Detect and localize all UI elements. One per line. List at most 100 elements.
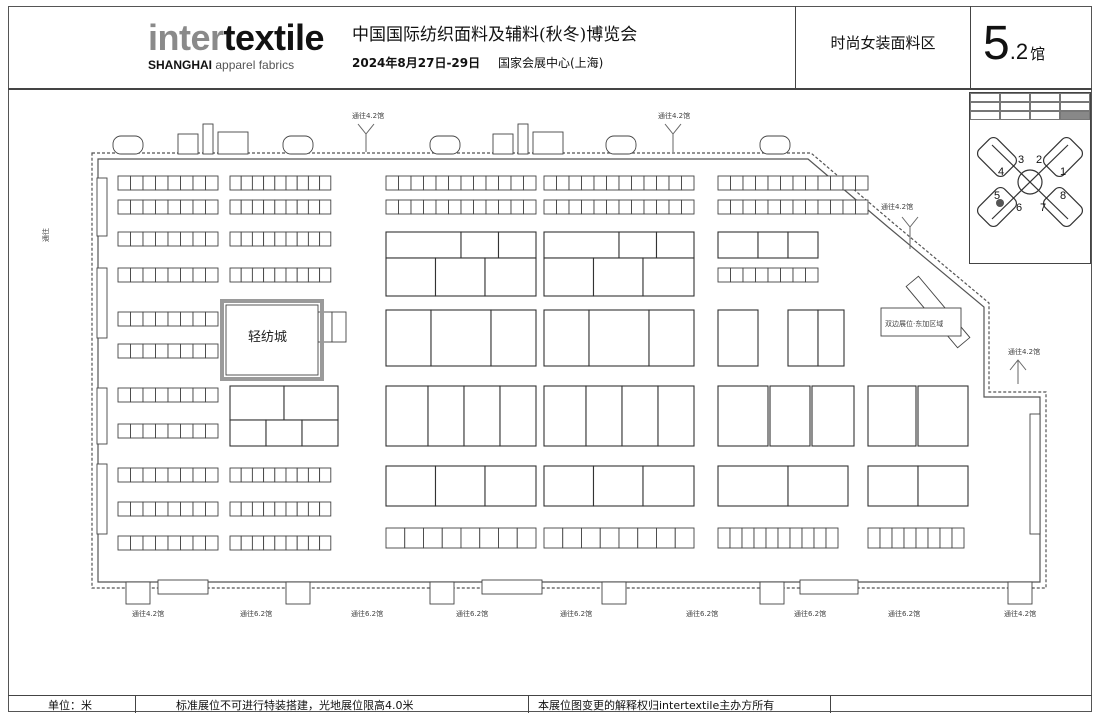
pillar — [601, 581, 627, 605]
standard-booth — [296, 267, 309, 283]
standard-booth — [319, 199, 332, 215]
standard-booth — [180, 501, 194, 517]
standard-booth — [142, 231, 156, 247]
standard-booth — [319, 501, 332, 517]
standard-booth — [192, 501, 206, 517]
standard-booth — [681, 175, 695, 191]
standard-booth — [205, 423, 219, 439]
standard-booth — [117, 423, 131, 439]
booth — [543, 257, 595, 297]
standard-booth — [180, 535, 194, 551]
booth — [385, 465, 437, 507]
booth — [811, 385, 855, 447]
legend-table — [970, 93, 1090, 121]
standard-booth — [674, 527, 695, 549]
standard-booth — [668, 175, 682, 191]
standard-booth — [229, 199, 242, 215]
standard-booth — [448, 199, 462, 215]
standard-booth — [167, 501, 181, 517]
standard-booth — [274, 501, 287, 517]
special-area — [880, 307, 962, 337]
standard-booth — [240, 175, 253, 191]
standard-booth — [285, 231, 298, 247]
booth — [648, 309, 695, 367]
booth — [787, 465, 849, 507]
header: intertextile SHANGHAI apparel fabrics 中国… — [8, 6, 1092, 90]
fair-venue: 国家会展中心(上海) — [497, 56, 604, 70]
standard-booth — [240, 535, 253, 551]
standard-booth — [142, 267, 156, 283]
standard-booth — [498, 527, 518, 549]
standard-booth — [423, 199, 437, 215]
standard-booth — [155, 311, 169, 327]
booth — [917, 385, 969, 447]
standard-booth — [730, 199, 744, 215]
standard-booth — [274, 231, 287, 247]
standard-booth — [285, 267, 298, 283]
standard-booth — [167, 535, 181, 551]
standard-booth — [192, 467, 206, 483]
standard-booth — [142, 387, 156, 403]
booth — [543, 231, 620, 259]
standard-booth — [296, 231, 309, 247]
standard-booth — [263, 199, 276, 215]
standard-booth — [473, 175, 487, 191]
top-service-areas — [112, 123, 791, 155]
standard-booth — [777, 527, 791, 549]
standard-booth — [543, 527, 564, 549]
hall-number-main: 5 — [983, 17, 1010, 70]
standard-booth — [631, 175, 645, 191]
pillar — [429, 581, 455, 605]
standard-booth — [307, 267, 321, 283]
standard-booth — [155, 231, 169, 247]
fair-title: 中国国际纺织面料及辅料(秋冬)博览会 — [352, 25, 638, 45]
standard-booth — [319, 535, 332, 551]
booth — [385, 385, 429, 447]
legend-panel: 1 2 3 4 5 6 7 8 — [969, 92, 1091, 264]
standard-booth — [117, 501, 131, 517]
booth — [490, 309, 537, 367]
standard-booth — [285, 467, 298, 483]
standard-booth — [319, 467, 332, 483]
standard-booth — [755, 267, 769, 283]
standard-booth — [167, 199, 181, 215]
standard-booth — [205, 175, 219, 191]
standard-booth — [130, 535, 144, 551]
standard-booth — [117, 387, 131, 403]
standard-booth — [830, 175, 844, 191]
special-area-label: 双边展位·东加区域 — [885, 319, 943, 328]
standard-booth — [180, 423, 194, 439]
standard-booth — [448, 175, 462, 191]
standard-booth — [229, 535, 242, 551]
standard-booth — [251, 199, 265, 215]
booth — [588, 309, 650, 367]
standard-booth — [167, 343, 181, 359]
standard-booth — [631, 199, 645, 215]
booth — [657, 385, 695, 447]
entrance-arrow-icon — [901, 216, 919, 249]
standard-booth — [130, 175, 144, 191]
standard-booth — [263, 175, 276, 191]
standard-booth — [656, 175, 670, 191]
standard-booth — [817, 199, 831, 215]
standard-booth — [130, 343, 144, 359]
standard-booth — [229, 267, 242, 283]
booth — [543, 309, 590, 367]
standard-booth — [543, 199, 557, 215]
booth — [229, 419, 267, 447]
standard-booth — [568, 199, 582, 215]
standard-booth — [891, 527, 905, 549]
standard-booth — [789, 527, 803, 549]
standard-booth — [296, 535, 309, 551]
standard-booth — [307, 231, 321, 247]
booth — [717, 385, 769, 447]
booth — [385, 257, 437, 297]
standard-booth — [780, 175, 794, 191]
standard-booth — [410, 175, 424, 191]
booth — [757, 231, 789, 259]
booth — [229, 385, 285, 421]
standard-booth — [319, 175, 332, 191]
entrance-label-bottom: 通往4.2馆 — [1004, 609, 1036, 618]
footer-divider — [528, 696, 529, 713]
standard-booth — [251, 175, 265, 191]
